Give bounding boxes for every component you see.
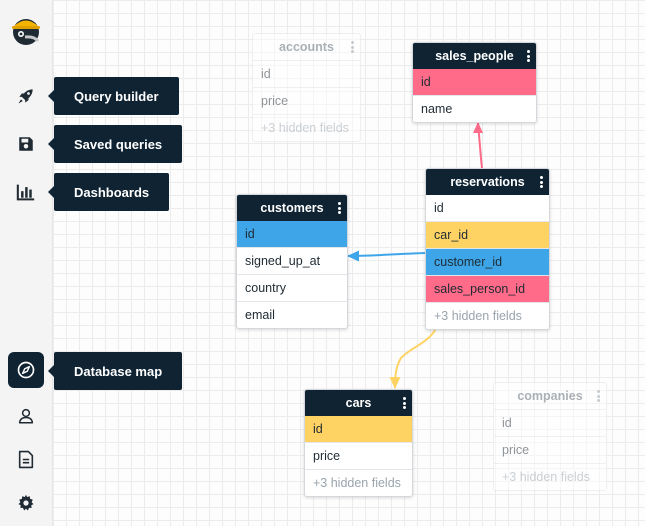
table-sales-people[interactable]: sales_people id name bbox=[412, 42, 537, 123]
table-reservations-field[interactable]: customer_id bbox=[426, 249, 549, 276]
user-icon bbox=[18, 408, 34, 424]
tooltip-database-map: Database map bbox=[47, 352, 183, 390]
table-customers-title: customers bbox=[260, 201, 324, 215]
table-cars-hidden-fields[interactable]: +3 hidden fields bbox=[313, 476, 401, 490]
table-companies-title: companies bbox=[517, 389, 583, 403]
link-reservations-cars-arrow bbox=[389, 377, 401, 389]
more-options-icon[interactable] bbox=[597, 390, 600, 402]
nav-saved-queries[interactable] bbox=[8, 126, 44, 162]
link-reservations-customers-arrow bbox=[347, 250, 359, 262]
bar-chart-icon bbox=[16, 184, 35, 201]
more-options-icon[interactable] bbox=[338, 202, 341, 214]
table-companies[interactable]: companies id price +3 hidden fields bbox=[493, 382, 607, 491]
more-options-icon[interactable] bbox=[403, 397, 406, 409]
table-companies-field[interactable]: id bbox=[494, 410, 606, 437]
table-accounts-hidden-fields[interactable]: +3 hidden fields bbox=[261, 121, 349, 135]
table-customers-field[interactable]: country bbox=[237, 275, 347, 302]
table-reservations-field[interactable]: id bbox=[426, 195, 549, 222]
gear-icon bbox=[18, 494, 34, 511]
table-cars-field[interactable]: price bbox=[305, 443, 412, 470]
app-logo[interactable] bbox=[8, 12, 44, 48]
link-reservations-sales-people-arrow bbox=[473, 122, 483, 133]
more-options-icon[interactable] bbox=[527, 50, 530, 62]
table-reservations-field[interactable]: car_id bbox=[426, 222, 549, 249]
sidebar bbox=[0, 0, 53, 526]
table-reservations-title: reservations bbox=[450, 175, 525, 189]
table-customers-field[interactable]: signed_up_at bbox=[237, 248, 347, 275]
table-cars-title: cars bbox=[345, 396, 372, 410]
table-reservations[interactable]: reservations id car_id customer_id sales… bbox=[425, 168, 550, 330]
table-companies-field[interactable]: price bbox=[494, 437, 606, 464]
nav-dashboards[interactable] bbox=[8, 174, 44, 210]
compass-icon bbox=[17, 361, 35, 379]
table-accounts[interactable]: accounts id price +3 hidden fields bbox=[252, 33, 361, 142]
table-sales-people-field[interactable]: name bbox=[421, 102, 453, 116]
tooltip-query-builder: Query builder bbox=[48, 77, 179, 115]
rocket-icon bbox=[18, 89, 33, 104]
nav-database-map[interactable] bbox=[8, 352, 44, 388]
table-customers-field[interactable]: id bbox=[237, 221, 347, 248]
tooltip-saved-queries: Saved queries bbox=[47, 125, 183, 163]
more-options-icon[interactable] bbox=[540, 176, 543, 188]
table-accounts-field[interactable]: id bbox=[253, 61, 360, 88]
table-cars-field[interactable]: id bbox=[305, 416, 412, 443]
nav-query-builder[interactable] bbox=[8, 78, 44, 114]
table-reservations-hidden-fields[interactable]: +3 hidden fields bbox=[434, 309, 522, 323]
table-companies-hidden-fields[interactable]: +3 hidden fields bbox=[502, 470, 590, 484]
table-customers[interactable]: customers id signed_up_at country email bbox=[236, 194, 348, 329]
table-sales-people-field[interactable]: id bbox=[413, 69, 536, 96]
document-icon bbox=[18, 450, 34, 468]
table-accounts-title: accounts bbox=[279, 40, 334, 54]
nav-account[interactable] bbox=[8, 398, 44, 434]
table-customers-field[interactable]: email bbox=[245, 308, 275, 322]
link-reservations-cars bbox=[394, 327, 437, 389]
nav-settings[interactable] bbox=[8, 485, 44, 521]
table-accounts-field[interactable]: price bbox=[253, 88, 360, 115]
save-icon bbox=[19, 137, 33, 151]
table-reservations-field[interactable]: sales_person_id bbox=[426, 276, 549, 303]
more-options-icon[interactable] bbox=[351, 41, 354, 53]
table-cars[interactable]: cars id price +3 hidden fields bbox=[304, 389, 413, 497]
table-sales-people-title: sales_people bbox=[435, 49, 514, 63]
tooltip-dashboards: Dashboards bbox=[47, 173, 170, 211]
nav-documentation[interactable] bbox=[8, 441, 44, 477]
link-reservations-customers bbox=[347, 252, 427, 257]
